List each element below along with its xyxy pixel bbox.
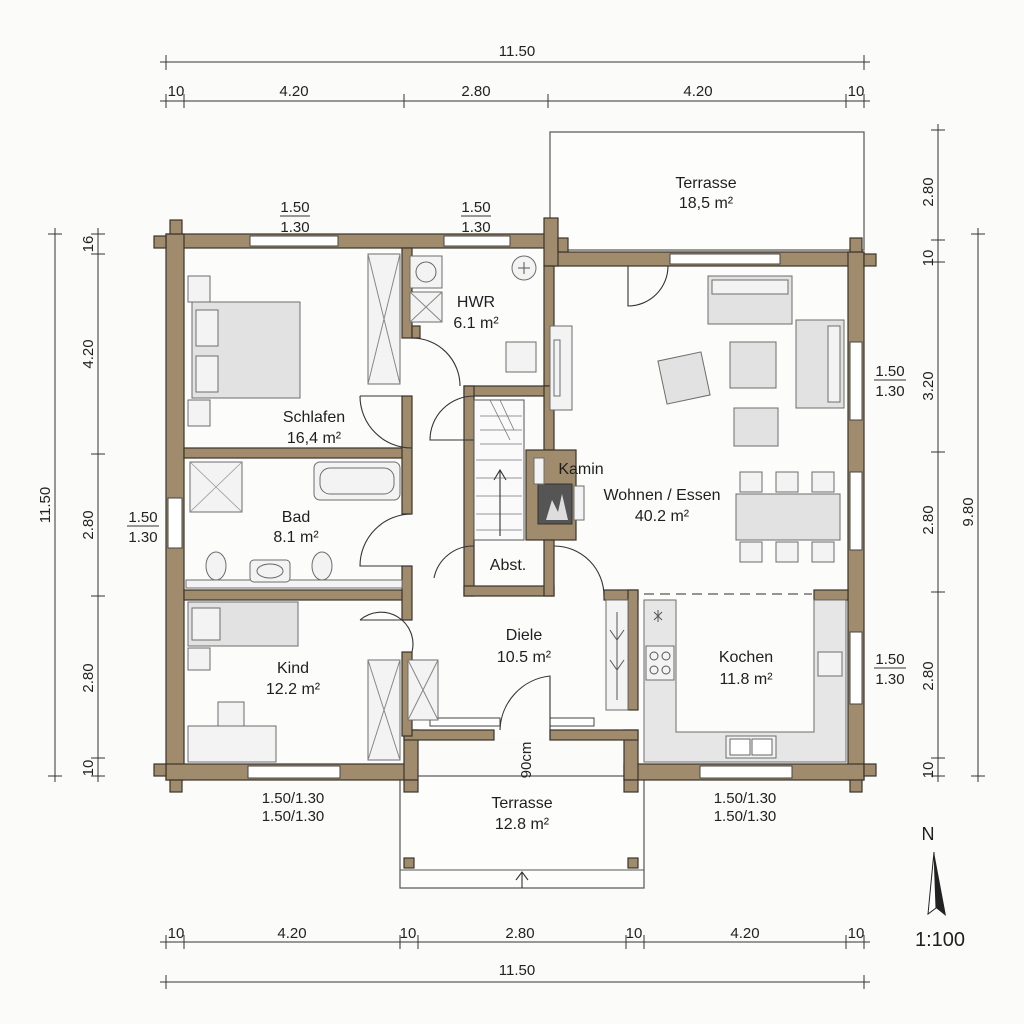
room-name-abst: Abst. bbox=[490, 557, 526, 574]
right-dim-segment: 10 bbox=[920, 762, 937, 779]
fireplace-icon bbox=[533, 457, 585, 525]
hwr-fixtures bbox=[409, 255, 537, 373]
top-dim-segment: 10 bbox=[848, 83, 865, 100]
north-arrow-icon bbox=[927, 851, 946, 916]
bottom-dim-segment: 10 bbox=[168, 925, 185, 942]
bottom-overall-dimension: 11.50 bbox=[499, 962, 535, 979]
living-furniture bbox=[549, 275, 845, 563]
hallway-wardrobe bbox=[605, 599, 629, 711]
bedroom-furniture bbox=[187, 253, 401, 427]
right-dim-segment: 2.80 bbox=[920, 505, 937, 534]
room-name-diele: Diele bbox=[506, 627, 543, 644]
window-label-left-bad: 1.50 bbox=[128, 509, 157, 526]
window-label-top-left: 1.30 bbox=[280, 219, 309, 236]
room-area-diele: 10.5 m² bbox=[497, 649, 552, 666]
room-area-terrasse-top: 18,5 m² bbox=[679, 195, 734, 212]
room-area-wohnen: 40.2 m² bbox=[635, 508, 690, 525]
window-label-top-mid: 1.50 bbox=[461, 199, 490, 216]
kids-room-furniture bbox=[187, 601, 439, 763]
right-dim-segment: 10 bbox=[920, 250, 937, 267]
entrance-arrow-icon bbox=[515, 871, 529, 888]
window-label-bottom-kind: 1.50/1.30 bbox=[262, 808, 325, 825]
north-label: N bbox=[922, 824, 935, 844]
room-area-kind: 12.2 m² bbox=[266, 681, 321, 698]
left-overall-dimension: 11.50 bbox=[37, 487, 54, 523]
room-area-kochen: 11.8 m² bbox=[719, 671, 773, 688]
room-name-wohnen: Wohnen / Essen bbox=[603, 487, 720, 504]
top-overall-dimension: 11.50 bbox=[499, 43, 535, 60]
window-label-top-left: 1.50 bbox=[280, 199, 309, 216]
window-label-right-kochen: 1.50 bbox=[875, 651, 904, 668]
room-name-hwr: HWR bbox=[457, 294, 495, 311]
top-dim-segment: 10 bbox=[168, 83, 185, 100]
right-dimension-lines bbox=[931, 124, 985, 782]
room-name-bad: Bad bbox=[282, 509, 310, 526]
right-dim-segment: 2.80 bbox=[920, 661, 937, 690]
scale-label: 1:100 bbox=[915, 929, 965, 951]
bottom-dim-segment: 4.20 bbox=[277, 925, 306, 942]
door-width-label: 90cm bbox=[518, 742, 535, 779]
room-name-kamin: Kamin bbox=[558, 461, 603, 478]
room-name-terrasse-bottom: Terrasse bbox=[491, 795, 552, 812]
terrace-bottom-outline bbox=[399, 775, 645, 889]
left-dim-segment: 10 bbox=[80, 760, 97, 777]
window-label-right-kochen: 1.30 bbox=[875, 671, 904, 688]
window-label-bottom-kochen: 1.50/1.30 bbox=[714, 808, 777, 825]
room-name-schlafen: Schlafen bbox=[283, 409, 345, 426]
top-dimension-lines bbox=[160, 55, 870, 108]
bottom-dimension-lines bbox=[160, 935, 870, 989]
room-name-terrasse-top: Terrasse bbox=[675, 175, 736, 192]
kitchen-fixtures bbox=[643, 599, 847, 763]
bottom-dim-segment: 10 bbox=[848, 925, 865, 942]
left-dim-segment: 4.20 bbox=[80, 339, 97, 368]
left-dimension-lines bbox=[48, 228, 105, 782]
window-label-top-mid: 1.30 bbox=[461, 219, 490, 236]
left-dim-segment: 2.80 bbox=[80, 510, 97, 539]
windows bbox=[167, 235, 863, 779]
room-name-kind: Kind bbox=[277, 660, 309, 677]
room-name-kochen: Kochen bbox=[719, 649, 773, 666]
bottom-dim-segment: 10 bbox=[626, 925, 643, 942]
room-area-schlafen: 16,4 m² bbox=[287, 430, 342, 447]
staircase bbox=[473, 399, 525, 541]
left-dim-segment: 2.80 bbox=[80, 663, 97, 692]
room-area-bad: 8.1 m² bbox=[273, 529, 319, 546]
terrace-top-outline bbox=[549, 131, 865, 251]
room-area-hwr: 6.1 m² bbox=[453, 315, 499, 332]
window-label-bottom-kind: 1.50/1.30 bbox=[262, 790, 325, 807]
right-dim-segment: 2.80 bbox=[920, 177, 937, 206]
bottom-dim-segment: 2.80 bbox=[505, 925, 534, 942]
door-swings bbox=[359, 265, 812, 740]
right-overall-dimension: 9.80 bbox=[960, 497, 977, 526]
window-label-left-bad: 1.30 bbox=[128, 529, 157, 546]
window-label-right-wohnen: 1.30 bbox=[875, 383, 904, 400]
bathroom-fixtures bbox=[185, 461, 403, 589]
left-dim-segment: 16 bbox=[80, 236, 97, 253]
bottom-dim-segment: 4.20 bbox=[730, 925, 759, 942]
window-label-bottom-kochen: 1.50/1.30 bbox=[714, 790, 777, 807]
room-area-terrasse-bottom: 12.8 m² bbox=[495, 816, 550, 833]
right-dim-segment: 3.20 bbox=[920, 371, 937, 400]
window-label-right-wohnen: 1.50 bbox=[875, 363, 904, 380]
bottom-dim-segment: 10 bbox=[400, 925, 417, 942]
top-dim-segment: 2.80 bbox=[461, 83, 490, 100]
top-dim-segment: 4.20 bbox=[279, 83, 308, 100]
top-dim-segment: 4.20 bbox=[683, 83, 712, 100]
